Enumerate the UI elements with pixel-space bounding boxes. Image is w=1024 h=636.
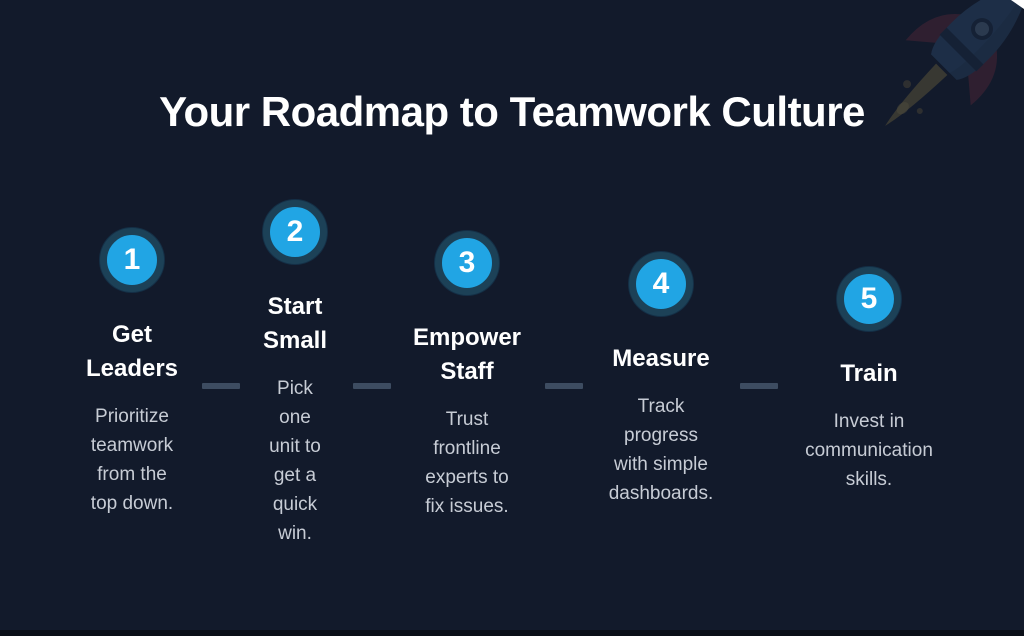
step-number-badge: 4 — [629, 252, 693, 316]
step-number: 5 — [860, 282, 878, 315]
step-number: 1 — [123, 243, 141, 276]
step-description: Pick one unit to get a quick win. — [269, 378, 321, 544]
rocket-icon — [850, 0, 1024, 166]
step-item-get-leaders: 1 Get Leaders Prioritize teamwork from t… — [72, 228, 192, 518]
step-connector-dash — [545, 383, 583, 389]
step-number: 2 — [286, 215, 304, 248]
step-item-start-small: 2 Start Small Pick one unit to get a qui… — [257, 200, 333, 548]
step-number-badge: 3 — [435, 231, 499, 295]
step-connector-dash — [202, 383, 240, 389]
step-description: Trust frontline experts to fix issues. — [425, 409, 509, 517]
step-item-measure: 4 Measure Track progress with simple das… — [599, 252, 723, 508]
step-number-badge: 5 — [837, 267, 901, 331]
step-number-badge: 1 — [100, 228, 164, 292]
page-title: Your Roadmap to Teamwork Culture — [159, 88, 865, 135]
step-title: Empower Staff — [412, 324, 522, 385]
page-corner-sliver — [1011, 0, 1024, 9]
step-title: Get Leaders — [85, 321, 179, 382]
bottom-edge-strip — [0, 630, 1024, 636]
step-item-empower-staff: 3 Empower Staff Trust frontline experts … — [407, 231, 527, 521]
step-number-badge: 2 — [263, 200, 327, 264]
step-item-train: 5 Train Invest in communication skills. — [789, 267, 949, 494]
step-connector-dash — [740, 383, 778, 389]
step-title: Measure — [612, 345, 710, 372]
step-description: Prioritize teamwork from the top down. — [90, 406, 174, 514]
step-description: Track progress with simple dashboards. — [608, 396, 714, 504]
step-title: Start Small — [262, 293, 328, 354]
step-number: 3 — [458, 246, 476, 279]
step-number: 4 — [652, 267, 670, 300]
step-description: Invest in communication skills. — [805, 411, 933, 490]
step-title: Train — [840, 360, 898, 387]
step-connector-dash — [353, 383, 391, 389]
